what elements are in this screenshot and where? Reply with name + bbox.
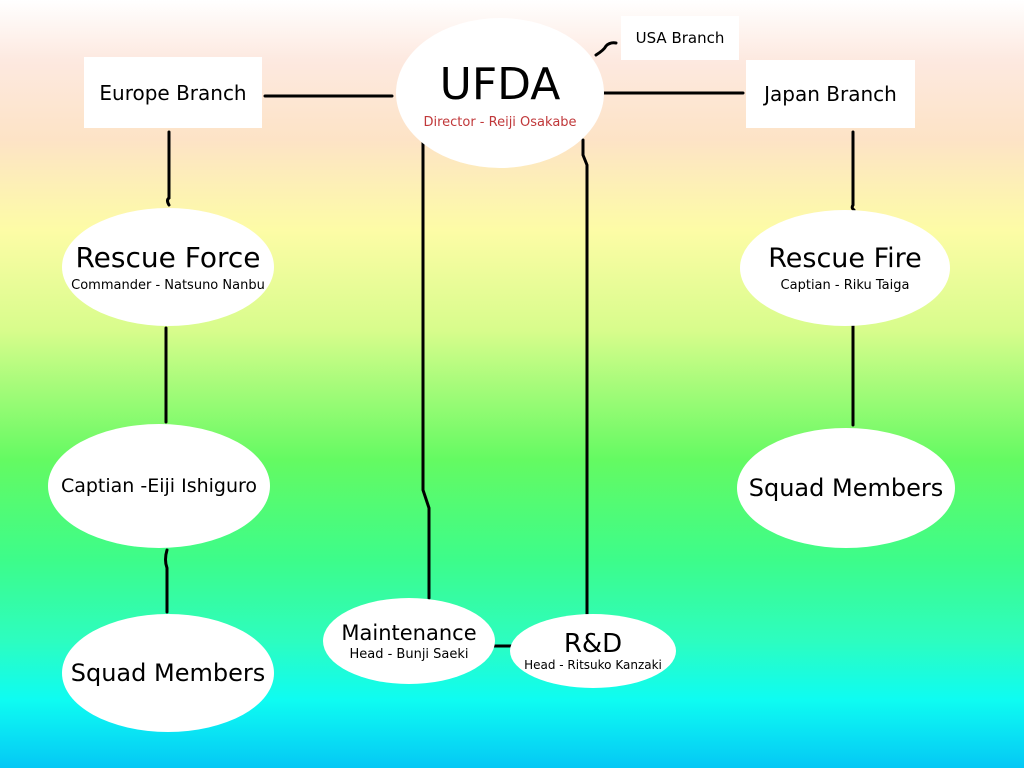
captain-ishiguro-node: Captian -Eiji Ishiguro xyxy=(48,424,270,548)
ufda-director: Director - Reiji Osakabe xyxy=(423,114,577,130)
japan-branch-box: Japan Branch xyxy=(746,60,915,128)
japan-branch-label: Japan Branch xyxy=(764,82,897,106)
rescue-force-commander: Commander - Natsuno Nanbu xyxy=(71,278,265,293)
europe-squad-title: Squad Members xyxy=(70,659,266,687)
rescue-fire-title: Rescue Fire xyxy=(768,243,922,274)
rescue-force-title: Rescue Force xyxy=(75,241,261,274)
line-ufda-rnd xyxy=(581,138,589,618)
ufda-title: UFDA xyxy=(439,58,561,110)
maintenance-head: Head - Bunji Saeki xyxy=(349,646,469,662)
europe-branch-box: Europe Branch xyxy=(84,57,262,128)
line-ufda-maintenance xyxy=(421,140,431,600)
japan-squad-node: Squad Members xyxy=(737,428,955,548)
maintenance-title: Maintenance xyxy=(341,620,477,645)
usa-branch-box: USA Branch xyxy=(621,16,739,60)
line-captain-squad xyxy=(164,548,169,614)
maintenance-node: Maintenance Head - Bunji Saeki xyxy=(323,598,495,684)
usa-branch-label: USA Branch xyxy=(635,29,725,47)
line-ufda-usa xyxy=(594,41,618,57)
line-japan-rescuefire xyxy=(850,130,856,212)
japan-squad-title: Squad Members xyxy=(748,474,944,502)
rescue-fire-node: Rescue Fire Captian - Riku Taiga xyxy=(740,210,950,326)
rescue-fire-captain: Captian - Riku Taiga xyxy=(780,278,910,293)
europe-squad-node: Squad Members xyxy=(62,614,274,732)
rescue-force-node: Rescue Force Commander - Natsuno Nanbu xyxy=(62,208,274,326)
captain-ishiguro-title: Captian -Eiji Ishiguro xyxy=(60,475,258,497)
rnd-node: R&D Head - Ritsuko Kanzaki xyxy=(510,614,676,688)
rnd-title: R&D xyxy=(563,629,623,659)
rnd-head: Head - Ritsuko Kanzaki xyxy=(524,658,662,672)
ufda-node: UFDA Director - Reiji Osakabe xyxy=(396,18,604,168)
line-europe-rescueforce xyxy=(166,130,171,207)
europe-branch-label: Europe Branch xyxy=(99,80,247,105)
